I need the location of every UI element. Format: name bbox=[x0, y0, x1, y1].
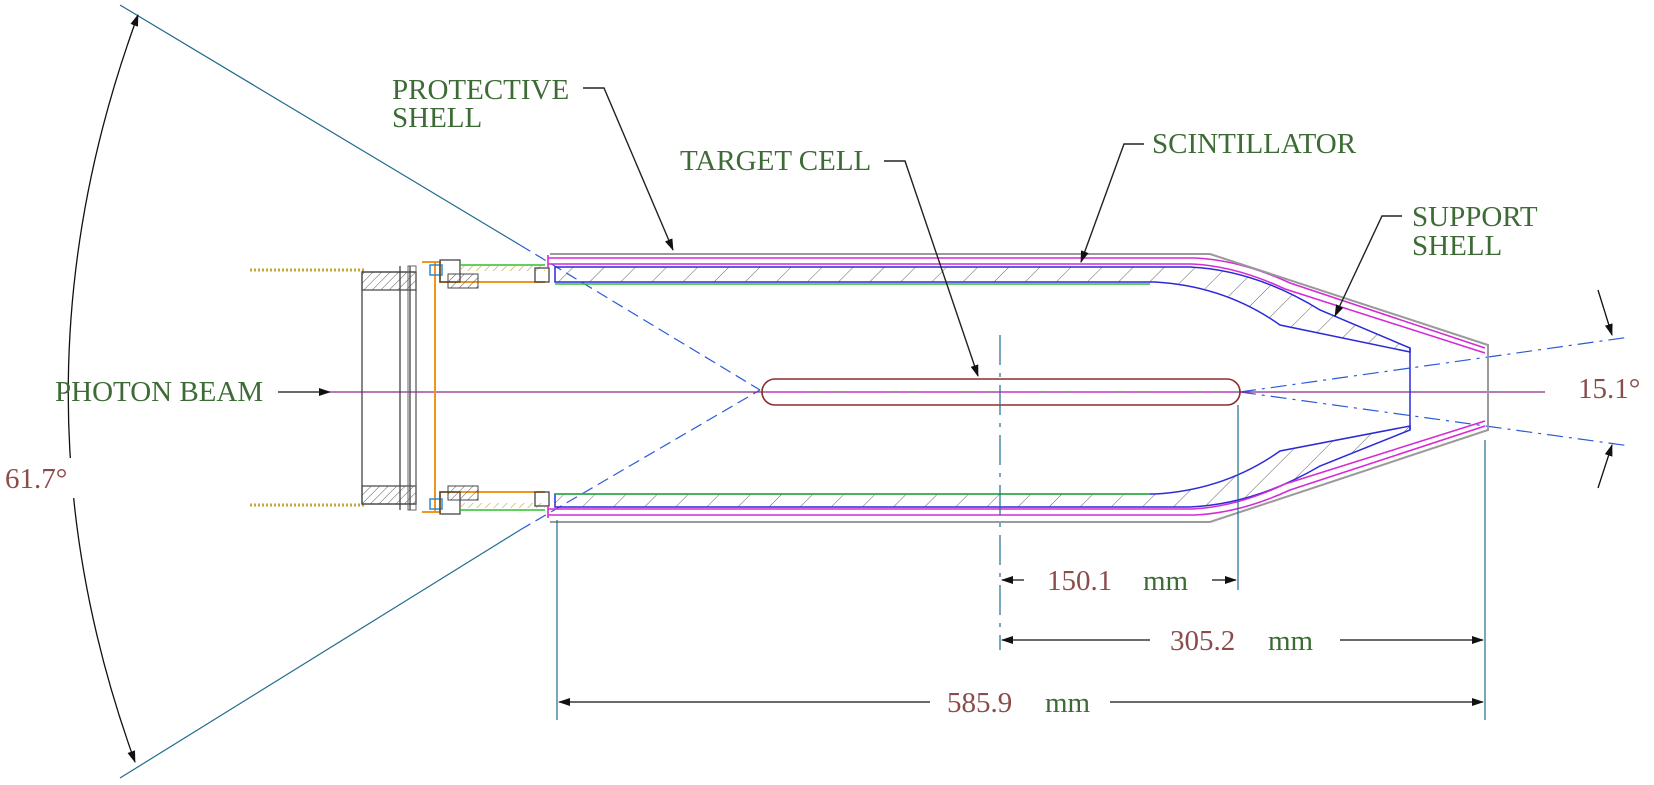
callout-protective-shell: PROTECTIVE SHELL bbox=[392, 74, 674, 251]
opening-angle-label: 61.7° bbox=[5, 463, 67, 495]
forward-angle-label: 15.1° bbox=[1578, 373, 1640, 405]
target-cell-label: TARGET CELL bbox=[680, 145, 871, 177]
callout-target-cell: TARGET CELL bbox=[680, 145, 979, 377]
protective-shell bbox=[550, 253, 1489, 523]
opening-angle-arc bbox=[67, 14, 139, 763]
window-ring bbox=[422, 259, 550, 515]
forward-angle-extension-lines bbox=[1239, 336, 1631, 447]
callout-support-shell: SUPPORT SHELL bbox=[1334, 201, 1538, 317]
dimension-305: 305.2 mm bbox=[1001, 625, 1484, 657]
dimension-150: 150.1 mm bbox=[1001, 565, 1237, 597]
protective-shell-label-line1: PROTECTIVE bbox=[392, 74, 569, 106]
dimension-305-unit: mm bbox=[1268, 625, 1314, 657]
support-shell bbox=[554, 266, 1411, 508]
dimension-585-value: 585.9 bbox=[947, 687, 1012, 719]
photon-beam-label: PHOTON BEAM bbox=[55, 376, 263, 408]
mounting-flange bbox=[250, 265, 417, 511]
dimension-150-unit: mm bbox=[1143, 565, 1189, 597]
target-cell bbox=[761, 378, 1241, 406]
support-shell-label-line2: SHELL bbox=[1412, 230, 1502, 262]
dimension-305-value: 305.2 bbox=[1170, 625, 1235, 657]
dimension-150-value: 150.1 bbox=[1047, 565, 1112, 597]
dimension-585: 585.9 mm bbox=[558, 687, 1484, 719]
forward-angle-arrow-bottom bbox=[1597, 444, 1613, 489]
scintillator-label: SCINTILLATOR bbox=[1152, 128, 1357, 160]
dimension-extension-lines bbox=[556, 405, 1486, 720]
forward-angle-arrow-top bbox=[1597, 289, 1613, 336]
support-shell-label-line1: SUPPORT bbox=[1412, 201, 1538, 233]
dimension-585-unit: mm bbox=[1045, 687, 1091, 719]
callout-scintillator: SCINTILLATOR bbox=[1080, 128, 1357, 263]
protective-shell-label-line2: SHELL bbox=[392, 102, 482, 134]
